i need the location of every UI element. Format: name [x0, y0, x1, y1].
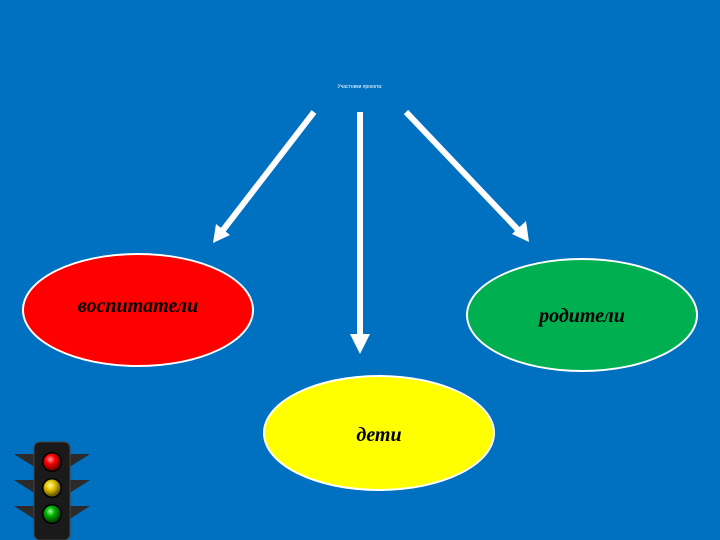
- node-educators: воспитатели: [22, 253, 254, 367]
- arrowhead-children: [350, 334, 370, 354]
- arrowhead-parents: [512, 221, 529, 242]
- node-children-label: дети: [356, 423, 402, 446]
- arrowhead-educators: [213, 224, 230, 243]
- node-parents: родители: [466, 258, 698, 372]
- arrow-to-parents: [403, 109, 525, 237]
- node-children: дети: [263, 375, 495, 491]
- slide-title: Участники проекта:: [337, 84, 383, 90]
- traffic-light-icon: [14, 441, 90, 540]
- node-parents-label: родители: [539, 304, 625, 327]
- node-educators-label: воспитатели: [77, 294, 199, 317]
- arrow-to-educators: [217, 110, 317, 236]
